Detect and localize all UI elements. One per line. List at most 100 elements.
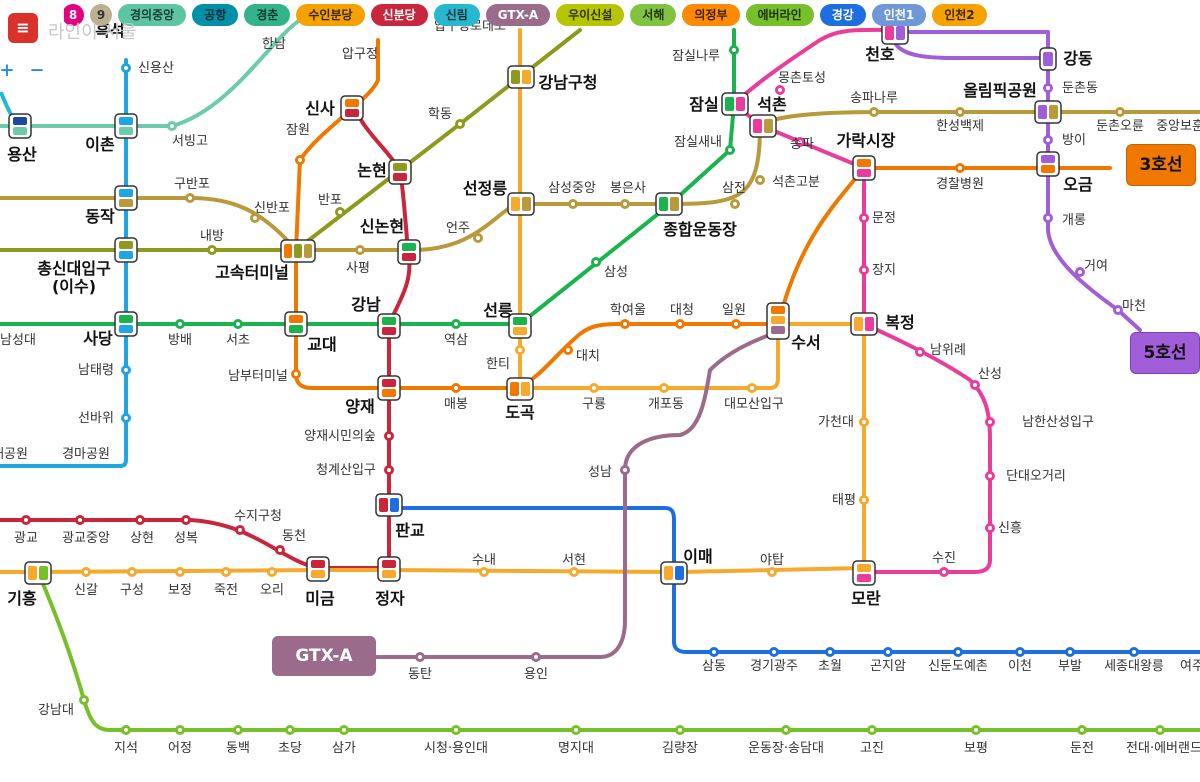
station-dot[interactable]	[233, 319, 243, 329]
station-label[interactable]: 석촌고분	[772, 175, 820, 190]
station-label[interactable]: 미금	[305, 589, 335, 608]
station-label[interactable]: 부발	[1058, 659, 1082, 674]
station-marker-jamsil[interactable]	[721, 92, 749, 116]
station-label[interactable]: 보평	[964, 741, 988, 756]
station-marker-bokjeong[interactable]	[850, 312, 878, 336]
station-label[interactable]: 남부터미널	[228, 369, 288, 384]
filter-chip-gyeongui[interactable]: 경의중앙	[118, 4, 187, 26]
station-dot[interactable]	[985, 417, 995, 427]
station-label[interactable]: 남위례	[930, 343, 966, 358]
station-dot[interactable]	[451, 725, 461, 735]
station-dot[interactable]	[250, 213, 260, 223]
station-label[interactable]: 둔촌동	[1062, 81, 1098, 96]
station-dot[interactable]	[725, 145, 735, 155]
station-label[interactable]: 청계산입구	[316, 463, 376, 478]
station-label[interactable]: 둔촌오륜	[1096, 119, 1144, 134]
station-dot[interactable]	[1043, 83, 1053, 93]
station-label[interactable]: 송파나루	[850, 91, 898, 106]
station-label[interactable]: 용인	[524, 667, 548, 682]
app-logo[interactable]: ≡ 라인이 서울	[8, 10, 137, 46]
station-dot[interactable]	[275, 545, 285, 555]
station-label[interactable]: 총신대입구	[37, 259, 111, 278]
station-label[interactable]: 마천	[1122, 299, 1146, 314]
filter-chip-airport[interactable]: 공항	[192, 4, 239, 26]
station-label[interactable]: 복정	[885, 313, 914, 332]
filter-chip-seohae[interactable]: 서해	[630, 4, 677, 26]
station-label[interactable]: 성남	[588, 465, 612, 480]
station-label[interactable]: 교대	[307, 335, 336, 354]
station-dot[interactable]	[953, 647, 963, 657]
station-dot[interactable]	[185, 193, 195, 203]
station-label[interactable]: 선바위	[78, 411, 114, 426]
station-label[interactable]: 광교	[14, 531, 38, 546]
station-label[interactable]: 수진	[932, 551, 956, 566]
station-dot[interactable]	[568, 199, 578, 209]
station-dot[interactable]	[767, 567, 777, 577]
station-marker-express-bus[interactable]	[280, 239, 316, 263]
station-marker-gangnam[interactable]	[377, 313, 401, 339]
station-label[interactable]: 동천	[282, 529, 306, 544]
station-label[interactable]: 곤지암	[870, 659, 906, 674]
station-label[interactable]: 보정	[168, 583, 192, 598]
station-dot[interactable]	[1129, 647, 1139, 657]
station-dot[interactable]	[1015, 647, 1025, 657]
filter-chip-incheon2[interactable]: 인천2	[932, 4, 987, 26]
station-dot[interactable]	[971, 725, 981, 735]
station-dot[interactable]	[795, 137, 805, 147]
station-label[interactable]: 초당	[278, 741, 302, 756]
station-label[interactable]: 남성대	[0, 333, 36, 348]
station-label[interactable]: 명지대	[558, 741, 594, 756]
station-label[interactable]: 한성백제	[936, 119, 984, 134]
station-label[interactable]: 학여울	[610, 303, 646, 318]
filter-chip-everline[interactable]: 에버라인	[745, 4, 814, 26]
station-label[interactable]: 삼가	[332, 741, 356, 756]
station-label[interactable]: 올림픽공원	[963, 81, 1037, 100]
station-label[interactable]: 동작	[85, 207, 115, 226]
filter-chip-ui-sinseol[interactable]: 우이신설	[556, 4, 625, 26]
station-marker-pangyo[interactable]	[375, 493, 403, 517]
station-label[interactable]: 상현	[130, 531, 154, 546]
station-dot[interactable]	[121, 413, 131, 423]
station-dot[interactable]	[709, 647, 719, 657]
station-dot[interactable]	[79, 695, 89, 705]
station-label[interactable]: 죽전	[214, 583, 238, 598]
station-dot[interactable]	[775, 85, 785, 95]
station-label[interactable]: 종합운동장	[663, 220, 737, 239]
station-dot[interactable]	[985, 523, 995, 533]
station-dot[interactable]	[915, 347, 925, 357]
station-dot[interactable]	[883, 647, 893, 657]
station-dot[interactable]	[181, 515, 191, 525]
station-dot[interactable]	[267, 567, 277, 577]
station-marker-dongjak[interactable]	[114, 185, 138, 211]
station-marker-cheonho[interactable]	[881, 21, 909, 45]
station-label[interactable]: 대공원	[0, 447, 28, 462]
station-marker-ogeum[interactable]	[1036, 151, 1060, 177]
station-dot[interactable]	[175, 567, 185, 577]
station-dot[interactable]	[121, 365, 131, 375]
station-marker-sinsa[interactable]	[340, 95, 364, 121]
station-label[interactable]: 기흥	[7, 589, 37, 608]
station-label[interactable]: 어정	[168, 741, 192, 756]
filter-chip-line8[interactable]: 8	[62, 4, 84, 26]
station-dot[interactable]	[451, 383, 461, 393]
station-dot[interactable]	[939, 567, 949, 577]
station-label[interactable]: 삼전	[722, 181, 746, 196]
station-label[interactable]: 용산	[7, 145, 37, 164]
station-label[interactable]: 신논현	[360, 217, 404, 236]
station-label[interactable]: 김량장	[662, 741, 698, 756]
filter-chip-incheon1[interactable]: 인천1	[871, 4, 927, 26]
station-label[interactable]: 성복	[174, 531, 198, 546]
station-dot[interactable]	[339, 725, 349, 735]
station-marker-dogok[interactable]	[506, 377, 534, 401]
station-label[interactable]: 언주	[446, 221, 470, 236]
station-label[interactable]: 이촌	[85, 135, 115, 154]
station-label[interactable]: 신사	[305, 99, 335, 118]
station-dot[interactable]	[479, 567, 489, 577]
station-dot[interactable]	[233, 725, 243, 735]
station-label[interactable]: 반포	[318, 193, 342, 208]
station-label[interactable]: 천호	[865, 45, 895, 64]
station-label[interactable]: 가천대	[818, 415, 854, 430]
station-dot[interactable]	[985, 471, 995, 481]
station-label[interactable]: 수내	[472, 553, 496, 568]
station-dot[interactable]	[859, 265, 869, 275]
